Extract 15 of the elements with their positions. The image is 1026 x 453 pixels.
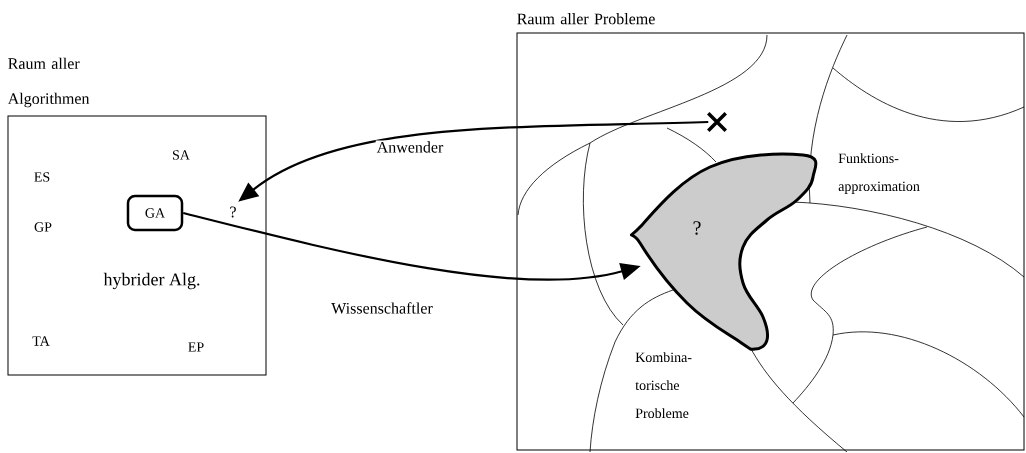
edge-label: Anwender [375, 140, 445, 154]
algorithm-label: hybrider Alg. [103, 272, 200, 290]
algorithm-label: EP [188, 342, 204, 352]
algorithm-label: TA [32, 336, 50, 346]
cross-mark [706, 111, 728, 133]
node-label: Raum aller Algorithmen [7, 57, 90, 108]
shaded-region: ? [629, 152, 818, 351]
algorithm-label: ES [34, 172, 50, 182]
region-label: Funktions- approximation [838, 153, 920, 194]
algorithm-label: GP [34, 222, 52, 232]
edge-label: Wissenschaftler [330, 301, 434, 315]
question-mark: ? [230, 206, 236, 218]
algorithm-box: GA [126, 194, 184, 232]
node-label: Raum aller Probleme [517, 13, 655, 25]
algorithm-label: SA [173, 150, 190, 160]
